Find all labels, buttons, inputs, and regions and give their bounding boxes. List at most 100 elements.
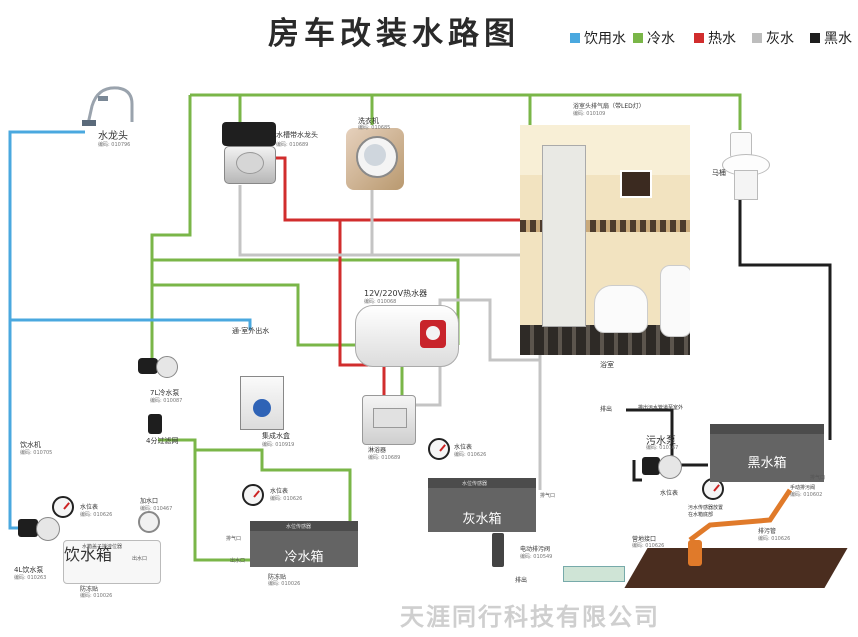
drink-tank: 水箱盖子接液位器 饮水箱 出水口 bbox=[63, 540, 161, 584]
fill-port-label: 加水口 bbox=[140, 498, 159, 505]
grey-tank-name: 灰水箱 bbox=[462, 512, 502, 527]
shower-code: 编码: 010689 bbox=[368, 455, 401, 461]
black-pipe bbox=[738, 185, 832, 440]
legend-item: 灰水 bbox=[752, 28, 794, 48]
toilet bbox=[722, 132, 770, 200]
cold-tank-name: 冷水箱 bbox=[284, 550, 324, 565]
manual-valve-label: 手动排污阀 bbox=[790, 485, 816, 491]
drink-pump-label: 4L饮水泵 bbox=[14, 566, 44, 574]
washing-machine bbox=[346, 128, 404, 190]
black-tank-name: 黑水箱 bbox=[747, 456, 787, 471]
drain-pipe-label: 排污管 bbox=[758, 528, 777, 535]
bath-fan-label: 浴室头排气扇（带LED灯） bbox=[573, 103, 645, 110]
legend-swatch bbox=[570, 33, 580, 43]
shower-label: 淋浴器 bbox=[368, 447, 387, 454]
hot-pipe-sink bbox=[275, 156, 520, 222]
water-heater bbox=[355, 305, 459, 367]
sensor-label-2: 在水箱底部 bbox=[688, 512, 714, 518]
legend-item: 热水 bbox=[694, 28, 736, 48]
cold-tank-port1: 排气口 bbox=[226, 536, 242, 542]
valve-label: 饮水机 bbox=[20, 441, 41, 449]
box-code: 编码: 010919 bbox=[262, 442, 295, 448]
drink-tank-name: 饮水箱 bbox=[64, 545, 113, 564]
legend-label: 黑水 bbox=[824, 31, 852, 47]
black-tank-port: 排气口 bbox=[810, 475, 826, 481]
filter-label: 4分过滤网 bbox=[146, 437, 179, 445]
manual-valve-code: 编码: 010602 bbox=[790, 492, 823, 498]
black-gauge-label: 水位表 bbox=[660, 490, 679, 497]
grey-drain-hose bbox=[563, 566, 625, 582]
black-water-tank: 黑水箱 排气口 bbox=[710, 424, 826, 482]
cold-pump-code: 编码: 010087 bbox=[150, 398, 183, 404]
cold-antifreeze-label: 防冻贴 bbox=[268, 574, 287, 581]
fill-port-code: 编码: 010467 bbox=[140, 506, 173, 512]
drink-pipe bbox=[8, 130, 85, 530]
footer-company: 天涯同行科技有限公司 bbox=[400, 603, 660, 631]
sewage-note: 排出污水管道至室外 bbox=[638, 405, 684, 411]
sink-code: 编码: 010689 bbox=[276, 142, 309, 148]
ground-platform bbox=[624, 548, 848, 588]
faucet-label: 水龙头 bbox=[98, 131, 128, 142]
faucet-icon bbox=[82, 86, 134, 126]
grey-gauge-code: 编码: 010626 bbox=[454, 452, 487, 458]
legend-label: 灰水 bbox=[766, 31, 794, 47]
drink-pump-code: 编码: 010263 bbox=[14, 575, 47, 581]
grey-pipe-shower bbox=[412, 298, 540, 407]
grey-tank-top-note: 水位传感器 bbox=[462, 481, 488, 487]
outdoor-label: 通·室外出水 bbox=[232, 327, 270, 335]
grey-water-tank: 水位传感器 灰水箱 排气口 bbox=[428, 478, 555, 532]
drink-gauge-code: 编码: 010626 bbox=[80, 512, 113, 518]
shower-unit bbox=[362, 395, 416, 445]
grey-drain-valve-icon bbox=[492, 533, 504, 567]
faucet bbox=[78, 82, 138, 128]
faucet-code: 编码: 010796 bbox=[98, 142, 131, 148]
washer-label: 洗衣机 bbox=[358, 117, 379, 125]
filter bbox=[148, 414, 162, 434]
heater-label: 12V/220V热水器 bbox=[364, 289, 428, 298]
cold-tank-port2: 出水口 bbox=[230, 558, 246, 564]
drain-pipe bbox=[688, 488, 793, 542]
sink bbox=[222, 122, 276, 184]
sewage-pump bbox=[642, 455, 682, 479]
black-pipe-pump bbox=[632, 460, 642, 482]
drain-pipe-code: 编码: 010626 bbox=[758, 536, 791, 542]
page-title: 房车改装水路图 bbox=[268, 16, 520, 52]
cold-gauge-icon bbox=[242, 484, 264, 506]
hot-pipe-heater bbox=[338, 220, 386, 395]
grey-gauge-label: 水位表 bbox=[454, 444, 473, 451]
drink-antifreeze-label: 防冻贴 bbox=[80, 586, 99, 593]
drink-water-pump bbox=[18, 515, 60, 541]
heater-code: 编码: 010068 bbox=[364, 299, 397, 305]
legend-item: 黑水 bbox=[810, 28, 852, 48]
legend-label: 饮用水 bbox=[584, 31, 626, 47]
ground-port-icon bbox=[688, 540, 702, 566]
washer-code: 编码: 010685 bbox=[358, 125, 391, 131]
toilet-label: 马桶 bbox=[712, 169, 726, 177]
black-pipe-out bbox=[626, 408, 708, 467]
sewage-pump-label: 污水泵 bbox=[646, 436, 676, 447]
sewage-drain-label: 排出 bbox=[600, 406, 613, 413]
sewage-pump-code: 编码: 010167 bbox=[646, 445, 679, 451]
cold-water-tank: 水位传感器 冷水箱 排气口 出水口 bbox=[226, 521, 358, 567]
legend-item: 冷水 bbox=[633, 28, 675, 48]
drink-antifreeze-code: 编码: 010026 bbox=[80, 593, 113, 599]
grey-pipe-top bbox=[238, 185, 542, 490]
grey-valve-code: 编码: 010549 bbox=[520, 554, 553, 560]
bath-fan-code: 编码: 010109 bbox=[573, 111, 606, 117]
cold-gauge-code: 编码: 010626 bbox=[270, 496, 303, 502]
cold-water-pump bbox=[138, 352, 178, 380]
grey-gauge-icon bbox=[428, 438, 450, 460]
legend-swatch bbox=[694, 33, 704, 43]
ground-port-label: 营地接口 bbox=[632, 536, 657, 543]
legend-swatch bbox=[752, 33, 762, 43]
legend-label: 热水 bbox=[708, 31, 736, 47]
sink-label: 水槽带水龙头 bbox=[276, 131, 318, 139]
legend-swatch bbox=[633, 33, 643, 43]
drink-pipe-outdoor bbox=[10, 318, 252, 330]
bathroom-photo bbox=[520, 125, 690, 355]
cold-antifreeze-code: 编码: 010026 bbox=[268, 581, 301, 587]
integrated-water-box bbox=[240, 376, 284, 430]
sensor-label: 污水传感器放置 bbox=[688, 505, 724, 511]
cold-gauge-label: 水位表 bbox=[270, 488, 289, 495]
